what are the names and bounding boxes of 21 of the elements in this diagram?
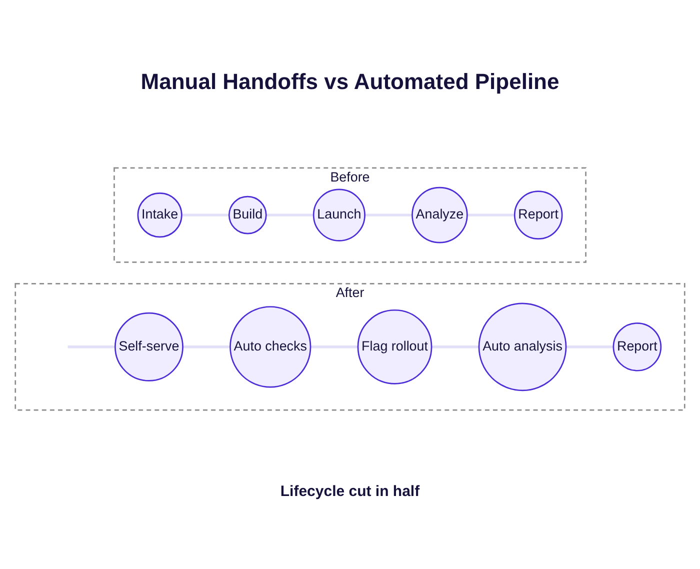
diagram-title: Manual Handoffs vs Automated Pipeline: [140, 69, 560, 95]
node-circle: Self-serve: [114, 312, 184, 382]
node-circle: Intake: [137, 192, 182, 238]
connector: [182, 214, 230, 216]
connector: [266, 214, 314, 216]
connector: [364, 214, 412, 216]
connector: [467, 214, 515, 216]
connector: [566, 346, 614, 348]
node-circle: Auto checks: [230, 306, 312, 388]
node-circle: Report: [612, 322, 662, 372]
connector: [310, 346, 358, 348]
node-circle: Report: [514, 190, 563, 240]
node-circle: Flag rollout: [357, 309, 432, 384]
node-circle: Build: [228, 196, 267, 234]
node-circle: Auto analysis: [478, 302, 567, 392]
node-circle: Analyze: [412, 186, 468, 244]
caption: Lifecycle cut in half: [280, 483, 420, 500]
connector: [182, 346, 230, 348]
connector: [68, 346, 116, 348]
connector: [432, 346, 479, 348]
node-circle: Launch: [312, 188, 366, 242]
